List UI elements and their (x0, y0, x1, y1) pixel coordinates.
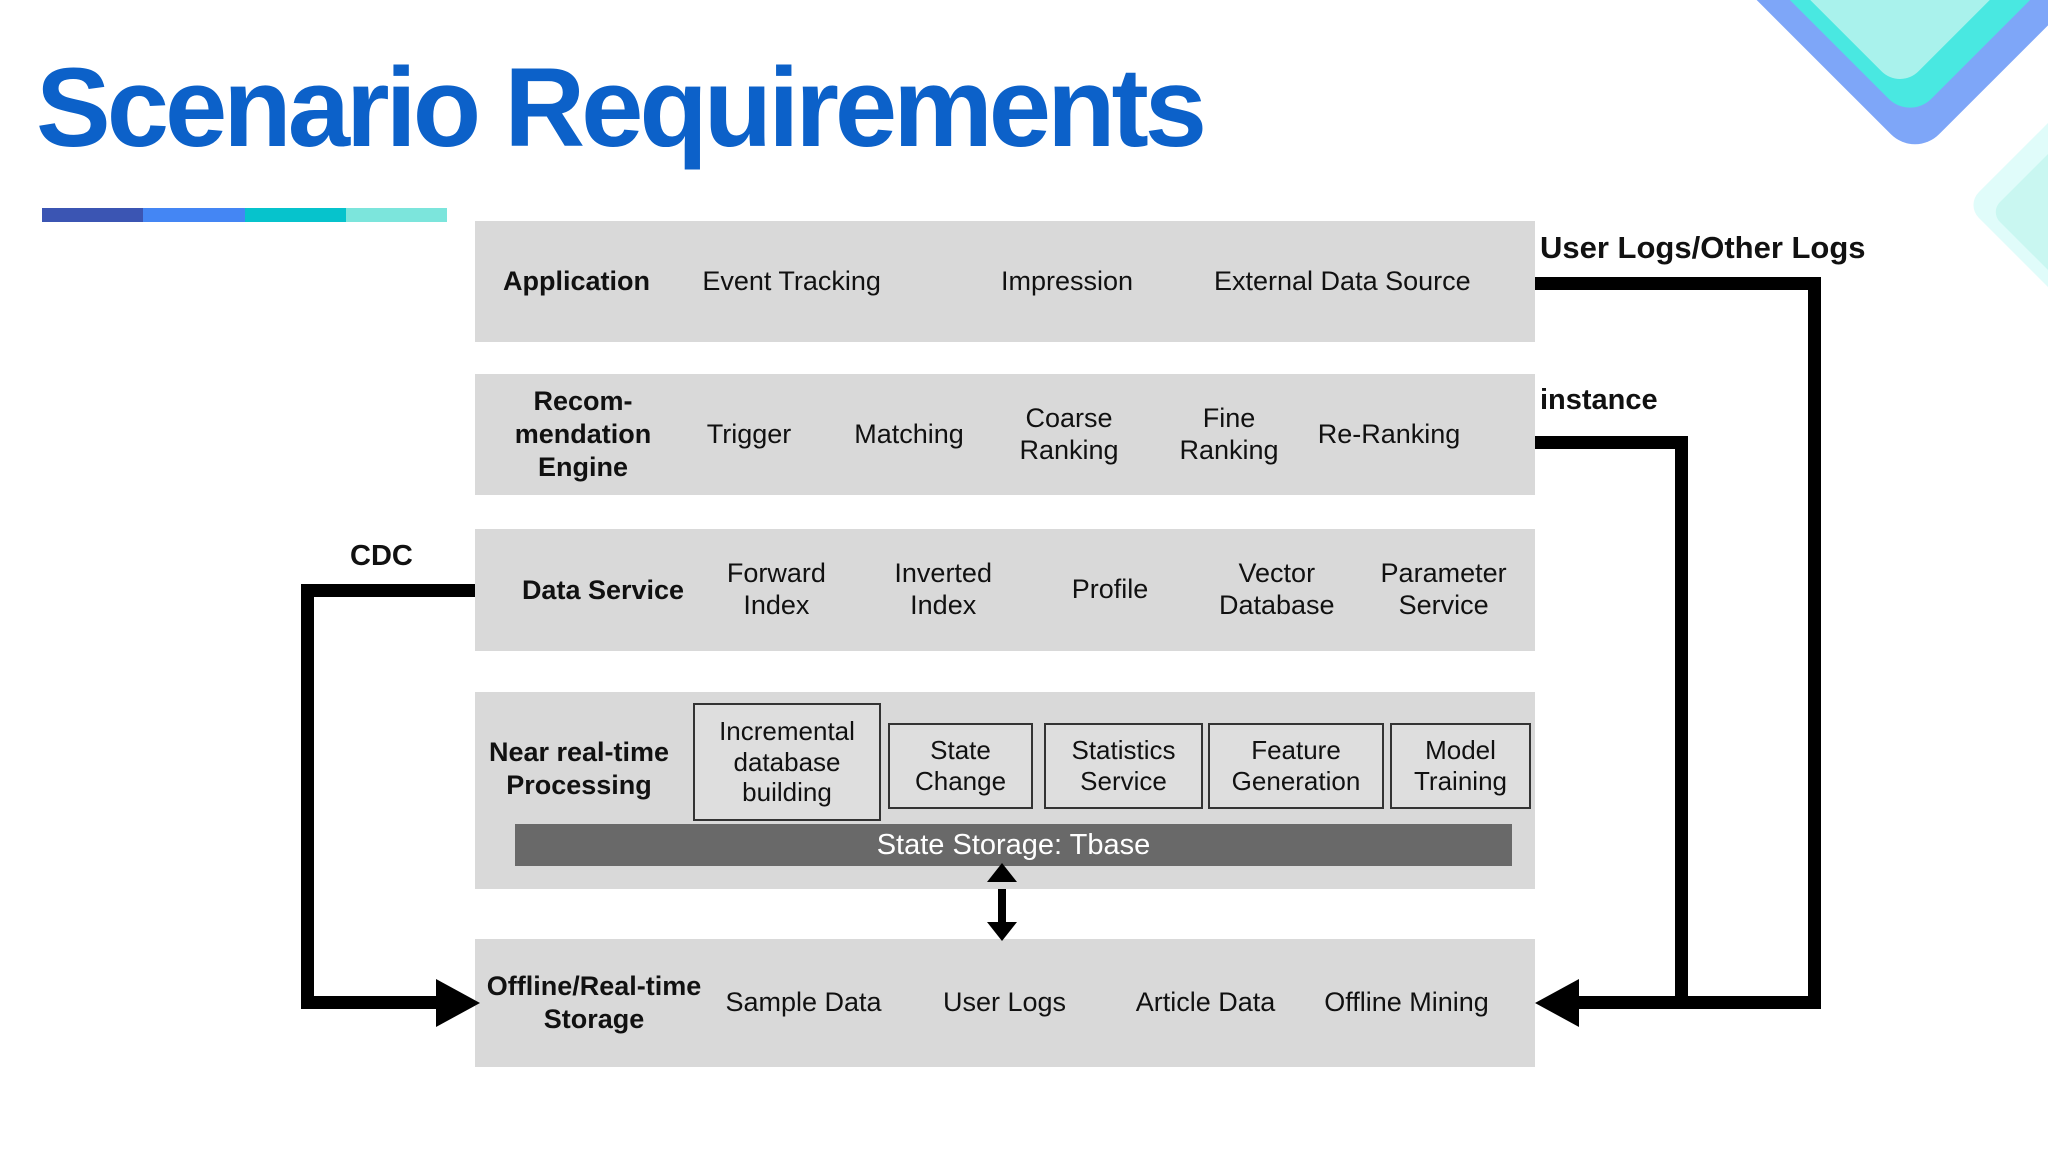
layer-label: Data Service (521, 574, 685, 605)
item-event-tracking: Event Tracking (702, 265, 881, 296)
box-state-change: State Change (888, 723, 1033, 809)
item-coarse-ranking: Coarse Ranking (1019, 402, 1119, 465)
state-storage-bar: State Storage: Tbase (515, 824, 1512, 866)
item-forward-index: Forward Index (726, 558, 826, 620)
item-trigger: Trigger (706, 418, 792, 449)
double-arrow-shaft (998, 876, 1006, 932)
page-title: Scenario Requirements (36, 45, 1207, 170)
layer-near-real-time-processing: Near real-time Processing Incremental da… (475, 692, 1535, 889)
item-parameter-service: Parameter Service (1380, 558, 1507, 620)
item-re-ranking: Re-Ranking (1317, 418, 1461, 449)
title-accent-bar (42, 208, 447, 222)
user-logs-line-horizontal (1533, 277, 1821, 290)
item-vector-database: Vector Database (1218, 558, 1335, 620)
user-logs-line-vertical (1808, 277, 1821, 1008)
accent-segment-2 (143, 208, 245, 222)
layer-recommendation-engine: Recom- mendation Engine Trigger Matching… (475, 374, 1535, 495)
layer-label: Application (503, 266, 650, 297)
box-incremental-database-building: Incremental database building (693, 703, 881, 821)
box-statistics-service: Statistics Service (1044, 723, 1203, 809)
layer-offline-real-time-storage: Offline/Real-time Storage Sample Data Us… (475, 939, 1535, 1067)
layer-application: Application Event Tracking Impression Ex… (475, 221, 1535, 342)
bottom-right-line (1568, 996, 1821, 1009)
cdc-line-horizontal-bottom (301, 996, 441, 1009)
item-matching: Matching (854, 418, 964, 449)
layer-items: Forward Index Inverted Index Profile Vec… (693, 558, 1535, 622)
accent-segment-3 (244, 208, 346, 222)
arrowhead-into-storage-right (1535, 979, 1579, 1027)
layer-items: Trigger Matching Coarse Ranking Fine Ran… (669, 403, 1535, 467)
layer-label: Recom- mendation Engine (514, 386, 652, 482)
annotation-user-logs: User Logs/Other Logs (1540, 230, 1866, 265)
cdc-line-vertical (301, 584, 314, 1009)
item-fine-ranking: Fine Ranking (1179, 402, 1279, 465)
item-user-logs: User Logs (942, 987, 1067, 1018)
item-inverted-index: Inverted Index (894, 558, 992, 620)
layer-items: Sample Data User Logs Article Data Offli… (703, 987, 1535, 1019)
box-model-training: Model Training (1390, 723, 1531, 809)
layer-data-service: Data Service Forward Index Inverted Inde… (475, 529, 1535, 651)
instance-line-vertical (1675, 436, 1688, 1008)
annotation-instance: instance (1540, 384, 1658, 416)
layer-label: Near real-time Processing (488, 737, 670, 800)
item-offline-mining: Offline Mining (1324, 987, 1489, 1018)
item-sample-data: Sample Data (725, 987, 882, 1018)
accent-segment-1 (42, 208, 144, 222)
accent-segment-4 (345, 208, 447, 222)
instance-line-horizontal (1533, 436, 1688, 449)
double-arrow-down-head (987, 922, 1017, 941)
item-impression: Impression (1000, 265, 1134, 296)
item-profile: Profile (1071, 574, 1149, 605)
cdc-line-horizontal-top (307, 584, 475, 597)
item-article-data: Article Data (1135, 987, 1276, 1018)
layer-label: Offline/Real-time Storage (486, 971, 702, 1034)
annotation-cdc: CDC (350, 540, 413, 572)
double-arrow-up-head (987, 863, 1017, 882)
layer-items: Event Tracking Impression External Data … (654, 266, 1535, 298)
box-feature-generation: Feature Generation (1208, 723, 1384, 809)
arrowhead-into-storage-left (436, 979, 480, 1027)
item-external-data-source: External Data Source (1214, 265, 1471, 296)
